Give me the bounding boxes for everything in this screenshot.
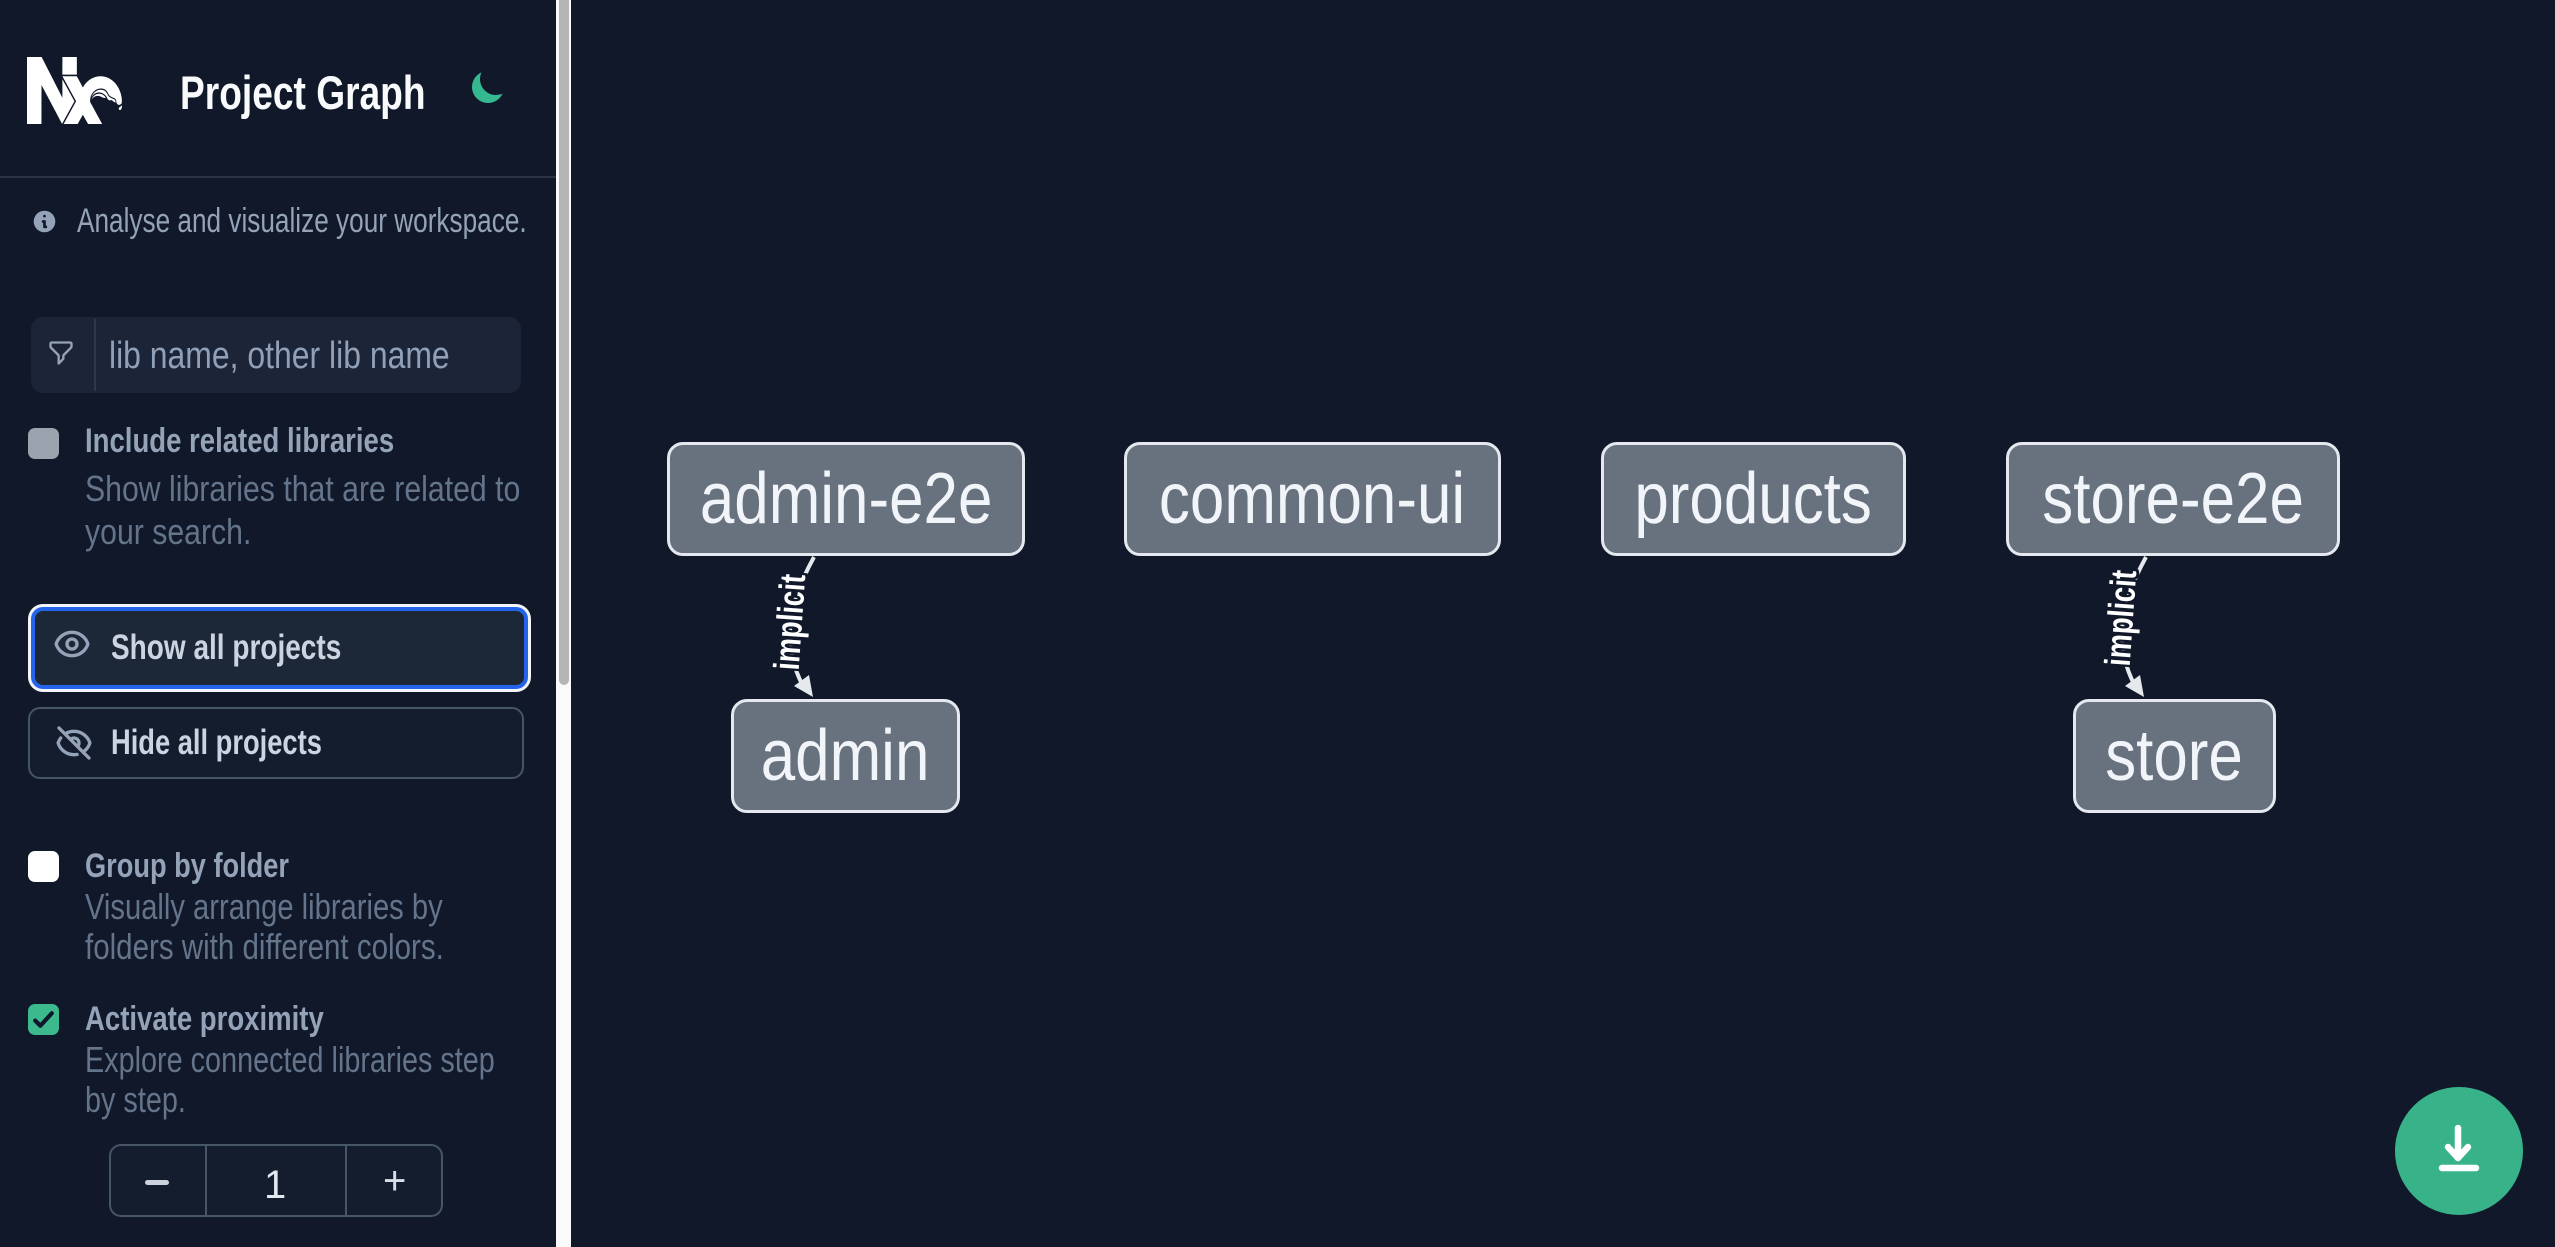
svg-text:implicit: implicit [766, 573, 814, 672]
svg-text:implicit: implicit [2097, 569, 2145, 668]
